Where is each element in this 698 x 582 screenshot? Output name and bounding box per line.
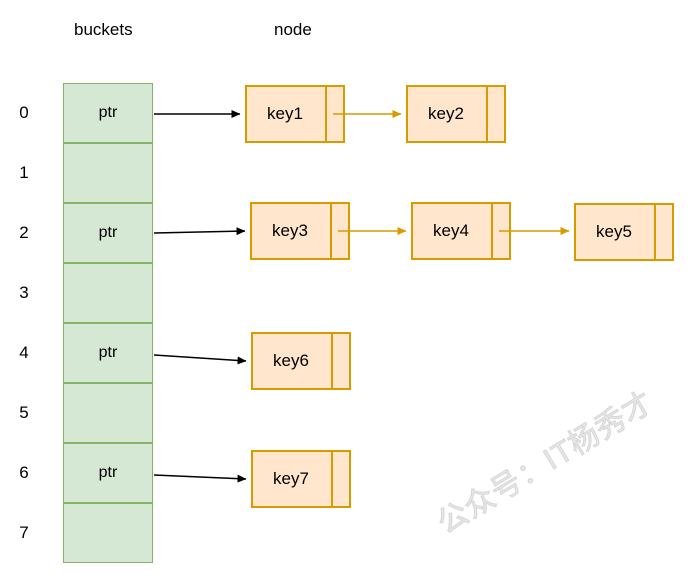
bucket-index-6: 6: [19, 463, 29, 482]
arrow-bucket2-to-key3: [153, 227, 246, 236]
bucket-index-7: 7: [19, 523, 29, 542]
node-key3-pointer-slot: [330, 204, 348, 258]
node-key6-pointer-slot: [331, 334, 349, 388]
bucket-cell-6-value: ptr: [98, 464, 118, 481]
bucket-cell-5: [63, 383, 153, 443]
bucket-index-2: 2: [19, 223, 29, 242]
bucket-cell-2-value: ptr: [98, 224, 118, 241]
node-key7-label: key7: [273, 469, 309, 488]
node-key7: key7: [251, 450, 351, 508]
bucket-cell-0: ptr: [63, 83, 153, 143]
node-header-label: node: [274, 20, 312, 39]
bucket-cell-4-value: ptr: [98, 344, 118, 361]
node-key2-pointer-slot: [486, 87, 504, 141]
bucket-cell-4: ptr: [63, 323, 153, 383]
node-key5: key5: [574, 203, 674, 261]
node-key2: key2: [406, 85, 506, 143]
node-key6: key6: [251, 332, 351, 390]
bucket-cell-2: ptr: [63, 203, 153, 263]
watermark-text: 公众号：IT杨秀才: [432, 385, 661, 541]
node-key7-pointer-slot: [331, 452, 349, 506]
node-key5-pointer-slot: [654, 205, 672, 259]
bucket-index-1: 1: [19, 163, 29, 182]
bucket-index-4: 4: [19, 343, 29, 362]
bucket-index-5: 5: [19, 403, 29, 422]
arrow-bucket6-to-key7: [153, 474, 247, 483]
node-key6-label: key6: [273, 351, 309, 370]
bucket-cell-1: [63, 143, 153, 203]
node-key1-label: key1: [267, 104, 303, 123]
node-key2-label: key2: [428, 104, 464, 123]
bucket-index-0: 0: [19, 103, 29, 122]
node-key5-label: key5: [596, 222, 632, 241]
node-key1-pointer-slot: [325, 87, 343, 141]
buckets-header-label: buckets: [74, 20, 133, 39]
bucket-cell-0-value: ptr: [98, 104, 118, 121]
node-key4-pointer-slot: [491, 204, 509, 258]
node-key4: key4: [411, 202, 511, 260]
node-key1: key1: [245, 85, 345, 143]
node-key3: key3: [250, 202, 350, 260]
arrow-bucket4-to-key6: [153, 354, 247, 365]
node-key3-label: key3: [272, 221, 308, 240]
node-key4-label: key4: [433, 221, 469, 240]
bucket-cell-6: ptr: [63, 443, 153, 503]
bucket-cell-3: [63, 263, 153, 323]
bucket-index-3: 3: [19, 283, 29, 302]
bucket-cell-7: [63, 503, 153, 563]
